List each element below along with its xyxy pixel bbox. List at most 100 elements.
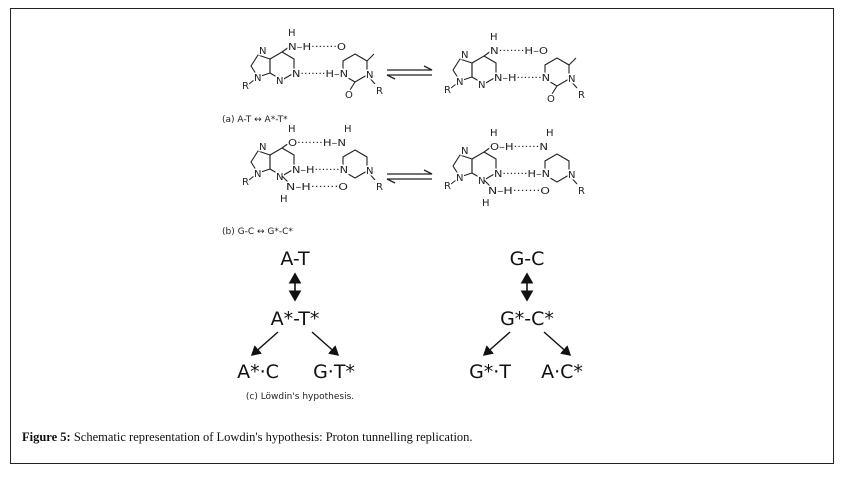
atom-n1: N [568,170,575,181]
atom-h: H [344,124,352,135]
reverse-half-arrow [386,178,432,184]
panel-a-label: (a) A-T ↔ A*-T* [222,115,288,125]
atom-n1: N [366,70,373,81]
atom-h: H [546,128,554,139]
pyrimidine-ring [342,149,368,179]
atom-r: R [376,86,383,97]
imidazole-ring [452,154,473,178]
scheme-right-bottom-left: G*·T [469,361,511,383]
scheme-left-bottom-left: A*·C [237,361,279,383]
bond [281,175,289,183]
scheme-left-middle: A*-T* [271,308,320,330]
arrow [482,331,511,356]
caption-prefix: Figure 5: [22,430,71,444]
atom-n3: N [478,80,485,91]
panel-b-label: (b) G-C ↔ G*-C* [222,227,293,237]
scheme-right-bottom-right: A·C* [541,361,583,383]
lowdin-scheme-right: G-C G*-C* G*·T A·C* [469,248,583,383]
atom-n9: N [456,77,463,88]
bond [568,57,577,66]
imidazole-ring [452,58,473,82]
hbond-row: N·······H–N [292,69,348,80]
arrow [543,331,572,356]
bond [483,50,492,57]
hbond-row: N·······H–O [490,46,548,57]
hbond-row: N–H·······N [292,165,348,176]
atom-n9: N [456,173,463,184]
atom-n9: N [254,169,261,180]
atom-n9: N [254,73,261,84]
caption-text: Schematic representation of Lowdin's hyp… [70,430,473,444]
atom-r: R [578,90,585,101]
bond [568,78,578,89]
atom-h: H [482,198,490,209]
bond [248,76,259,85]
hbond-row: N·······H–N [494,169,550,180]
bond [248,172,259,181]
bond [366,170,376,181]
arrow [250,331,279,356]
bond [366,53,375,62]
bond [450,80,461,89]
atom-n7: N [259,46,266,57]
atom-r: R [376,182,383,193]
atom-r: R [242,177,249,188]
atom-n7: N [461,50,468,61]
reverse-half-arrow [386,74,432,80]
bond [483,179,491,187]
hbond-row: O·······H–N [288,138,346,149]
atom-r: R [578,186,585,197]
lowdin-scheme-left: A-T A*-T* A*·C G·T* [237,248,355,383]
atom-n7: N [461,146,468,157]
scheme-right-top: G-C [510,248,545,270]
pyrimidine-ring [544,153,570,183]
hbond-row: O–H·······N [490,142,548,153]
panel-c-label: (c) Löwdin's hypothesis. [246,392,354,402]
bond [349,81,356,91]
scheme-left-bottom-right: G·T* [313,361,355,383]
imidazole-ring [250,150,271,174]
arrow [311,331,340,356]
atom-n1: N [568,74,575,85]
bond [551,85,558,95]
hbond-row: N–H·······O [288,42,346,53]
atom-h: H [288,124,296,135]
scheme-left-top: A-T [280,248,310,270]
forward-half-arrow [387,65,433,71]
bond [450,176,461,185]
bond [281,46,290,53]
atom-n1: N [366,166,373,177]
atom-r: R [242,81,249,92]
figure-frame [10,8,834,464]
atom-n7: N [259,142,266,153]
atom-h: H [490,32,498,43]
bond [483,146,492,153]
hbond-row: N–H·······O [286,182,348,193]
bond [568,174,578,185]
atom-o2: O [547,94,555,105]
hbond-row: N–H·······N [494,73,550,84]
equilibrium-arrows [386,65,433,80]
scheme-right-middle: G*-C* [500,308,554,330]
atom-n3: N [478,176,485,187]
atom-h: H [288,28,296,39]
atom-n3: N [276,172,283,183]
hbond-row: N–H·······O [488,186,550,197]
bond [281,142,290,149]
equilibrium-arrows [386,169,433,184]
atom-o2: O [345,90,353,101]
figure-caption: Figure 5: Schematic representation of Lo… [22,430,473,445]
atom-h: H [490,128,498,139]
atom-r: R [444,85,451,96]
imidazole-ring [250,54,271,78]
bond [366,74,376,85]
atom-h: H [280,194,288,205]
atom-r: R [444,181,451,192]
